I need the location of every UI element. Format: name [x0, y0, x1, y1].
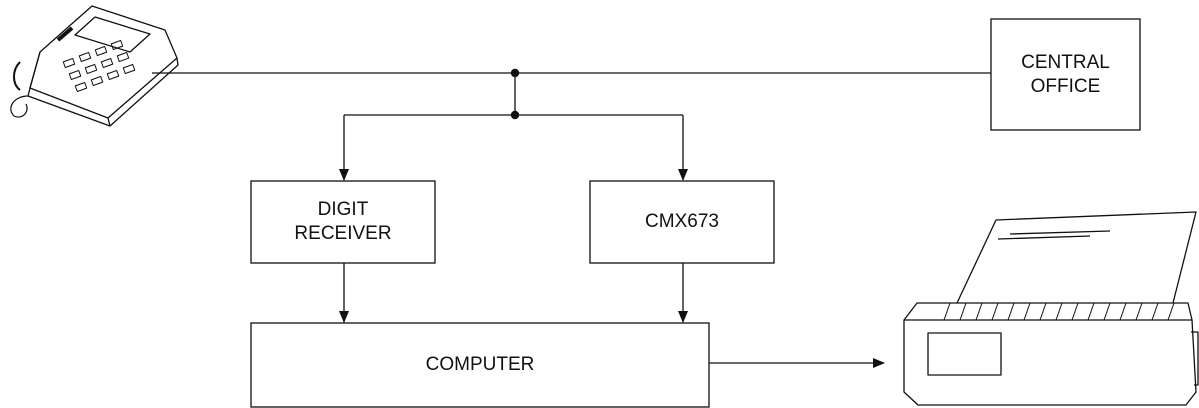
central-office-label-line2: OFFICE	[991, 75, 1140, 99]
cmx673-label: CMX673	[590, 210, 774, 234]
cmx673-label-line1: CMX673	[590, 210, 774, 234]
central-office-label-line1: CENTRAL	[991, 51, 1140, 75]
digit-receiver-label: DIGIT RECEIVER	[251, 198, 435, 246]
central-office-label: CENTRAL OFFICE	[991, 51, 1140, 99]
computer-label: COMPUTER	[251, 353, 709, 377]
junction-dot	[511, 69, 519, 77]
printer-icon	[904, 212, 1198, 405]
computer-label-line1: COMPUTER	[251, 353, 709, 377]
telephone-icon	[11, 6, 178, 126]
digit-receiver-label-line2: RECEIVER	[251, 222, 435, 246]
digit-receiver-label-line1: DIGIT	[251, 198, 435, 222]
